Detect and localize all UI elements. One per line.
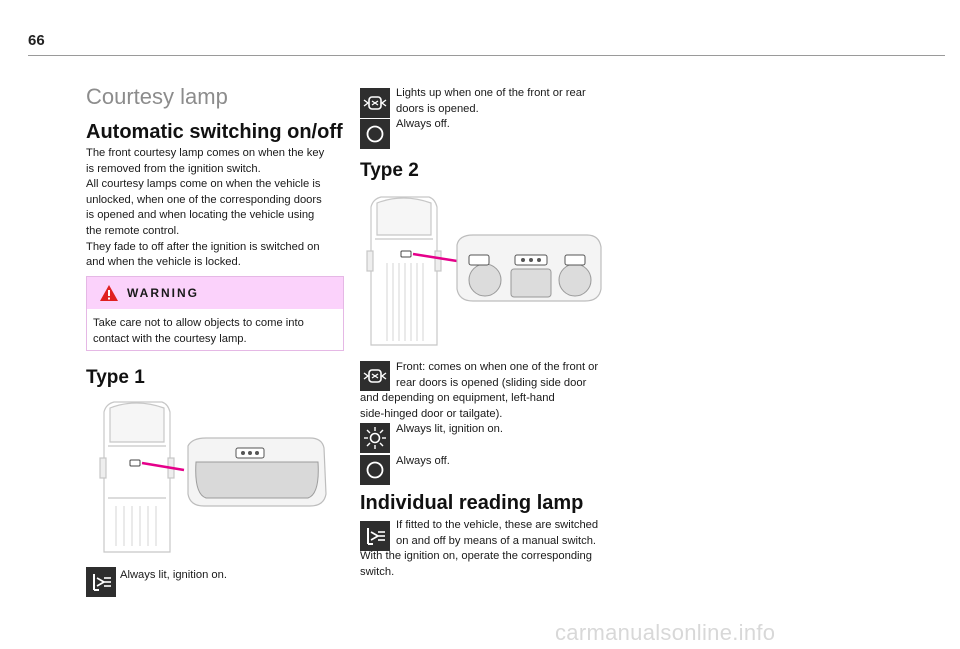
door-lamp-caption: Lights up when one of the front or rear …	[396, 86, 611, 117]
text-line: Take care not to allow objects to come i…	[93, 317, 304, 329]
text-line: contact with the courtesy lamp.	[93, 332, 247, 345]
front-caption-head: Front: comes on when one of the front or…	[396, 360, 616, 391]
text-line: is opened and when locating the vehicle …	[86, 209, 315, 222]
text-line: rear doors is opened (sliding side door	[396, 376, 587, 389]
reading-lamp-icon	[360, 521, 390, 551]
off-caption-2: Always off.	[396, 455, 450, 467]
text-line: Lights up when one of the front or rear	[396, 87, 586, 99]
warning-triangle-icon	[100, 285, 118, 301]
warning-box: WARNING Take care not to allow objects t…	[86, 276, 344, 351]
auto-description: The front courtesy lamp comes on when th…	[86, 146, 351, 271]
off-circle-icon	[360, 119, 390, 149]
door-lamp-icon	[360, 88, 390, 118]
type2-heading: Type 2	[360, 160, 419, 181]
door-lamp-icon	[360, 361, 390, 391]
reading-lamp-icon	[86, 567, 116, 597]
text-line: is removed from the ignition switch.	[86, 162, 261, 175]
reading-heading: Individual reading lamp	[360, 492, 584, 514]
text-line: and when the vehicle is locked.	[86, 256, 241, 269]
sun-icon	[360, 423, 390, 453]
warning-title: WARNING	[127, 286, 199, 300]
text-line: and depending on equipment, left-hand	[360, 392, 555, 404]
front-caption-tail: and depending on equipment, left-hand si…	[360, 391, 616, 422]
text-line: All courtesy lamps come on when the vehi…	[86, 178, 321, 191]
reading-caption-tail: With the ignition on, operate the corres…	[360, 549, 616, 580]
off-caption-1: Always off.	[396, 118, 450, 130]
type1-illustration	[99, 401, 327, 553]
text-line: If fitted to the vehicle, these are swit…	[396, 519, 599, 531]
off-circle-icon	[360, 455, 390, 485]
text-line: side-hinged door or tailgate).	[360, 407, 503, 420]
text-line: unlocked, when one of the corresponding …	[86, 193, 322, 206]
page-number: 66	[28, 32, 45, 49]
type1-caption: Always lit, ignition on.	[120, 569, 227, 581]
type1-heading: Type 1	[86, 367, 145, 388]
text-line: the remote control.	[86, 224, 180, 237]
text-line: Front: comes on when one of the front or	[396, 361, 599, 373]
text-line: on and off by means of a manual switch.	[396, 534, 597, 547]
warning-text: Take care not to allow objects to come i…	[93, 316, 337, 347]
text-line: They fade to off after the ignition is s…	[86, 240, 320, 253]
text-line: switch.	[360, 565, 395, 578]
type2-illustration	[366, 196, 602, 346]
text-line: The front courtesy lamp comes on when th…	[86, 147, 325, 159]
reading-caption-head: If fitted to the vehicle, these are swit…	[396, 518, 616, 549]
footer-watermark: carmanualsonline.info	[555, 620, 776, 645]
text-line: doors is opened.	[396, 102, 479, 115]
text-line: With the ignition on, operate the corres…	[360, 550, 592, 562]
section-title: Courtesy lamp	[86, 84, 228, 109]
auto-heading: Automatic switching on/off	[86, 121, 343, 143]
always-lit-caption: Always lit, ignition on.	[396, 423, 503, 435]
warning-header: WARNING	[87, 277, 343, 309]
header-rule	[28, 55, 945, 56]
